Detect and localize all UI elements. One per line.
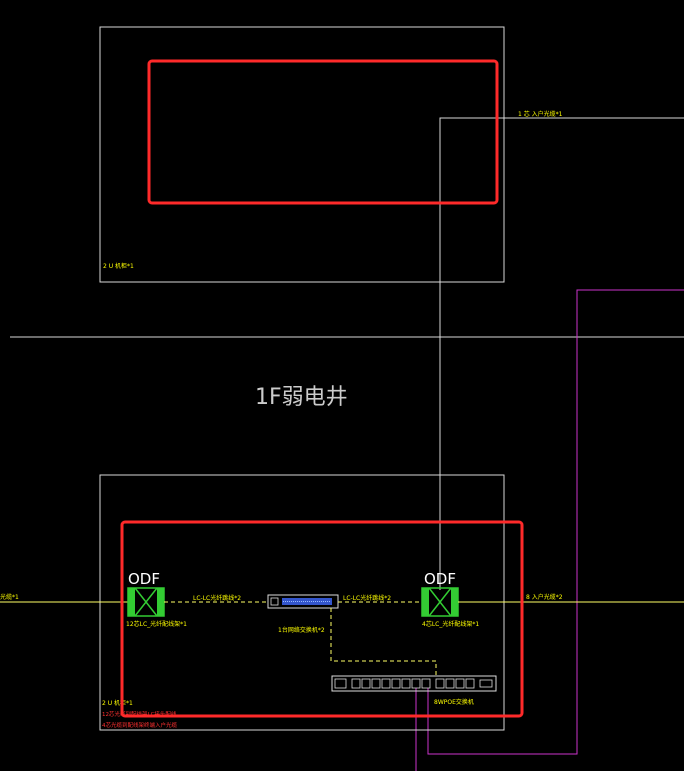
left-jumper-label: LC-LC光纤跳线*2 [193, 594, 241, 602]
magenta-cable-outer [427, 289, 684, 755]
left-in-label: 光缆*1 [0, 593, 19, 601]
upper-cable-label: 1 芯 入户光缆*1 [518, 110, 563, 118]
core-switch-label: 1台网络交换机*2 [278, 626, 325, 634]
right-jumper-label: LC-LC光纤跳线*2 [343, 594, 391, 602]
riser-cable [439, 117, 684, 590]
shaft-title: 1F弱电井 [255, 385, 348, 410]
upper-cabinet-label: 2 U 机柜*1 [103, 262, 134, 270]
right-odf-icon [421, 587, 459, 617]
left-odf-title: ODF [128, 570, 160, 588]
right-odf-title: ODF [424, 570, 456, 588]
lower-highlight-box [120, 520, 524, 718]
right-odf-label: 4芯LC_光纤配线架*1 [422, 620, 479, 628]
right-out-label: 8 入户光缆*2 [526, 593, 563, 601]
lower-note-1: 12芯光缆到配线架LC接头配线 [102, 710, 177, 718]
left-odf-icon [127, 587, 165, 617]
lower-cabinet-label: 2 U 机柜*1 [102, 699, 133, 707]
core-switch [267, 594, 339, 609]
lower-note-2: 4芯光缆到配线架终端入户光缆 [102, 721, 178, 729]
poe-switch [331, 675, 497, 692]
left-odf-label: 12芯LC_光纤配线架*1 [126, 620, 187, 628]
upper-room-frame [99, 26, 505, 283]
upper-highlight-box [147, 59, 499, 205]
poe-switch-label: 8WPOE交换机 [434, 698, 474, 706]
poe-jumper [330, 608, 437, 676]
